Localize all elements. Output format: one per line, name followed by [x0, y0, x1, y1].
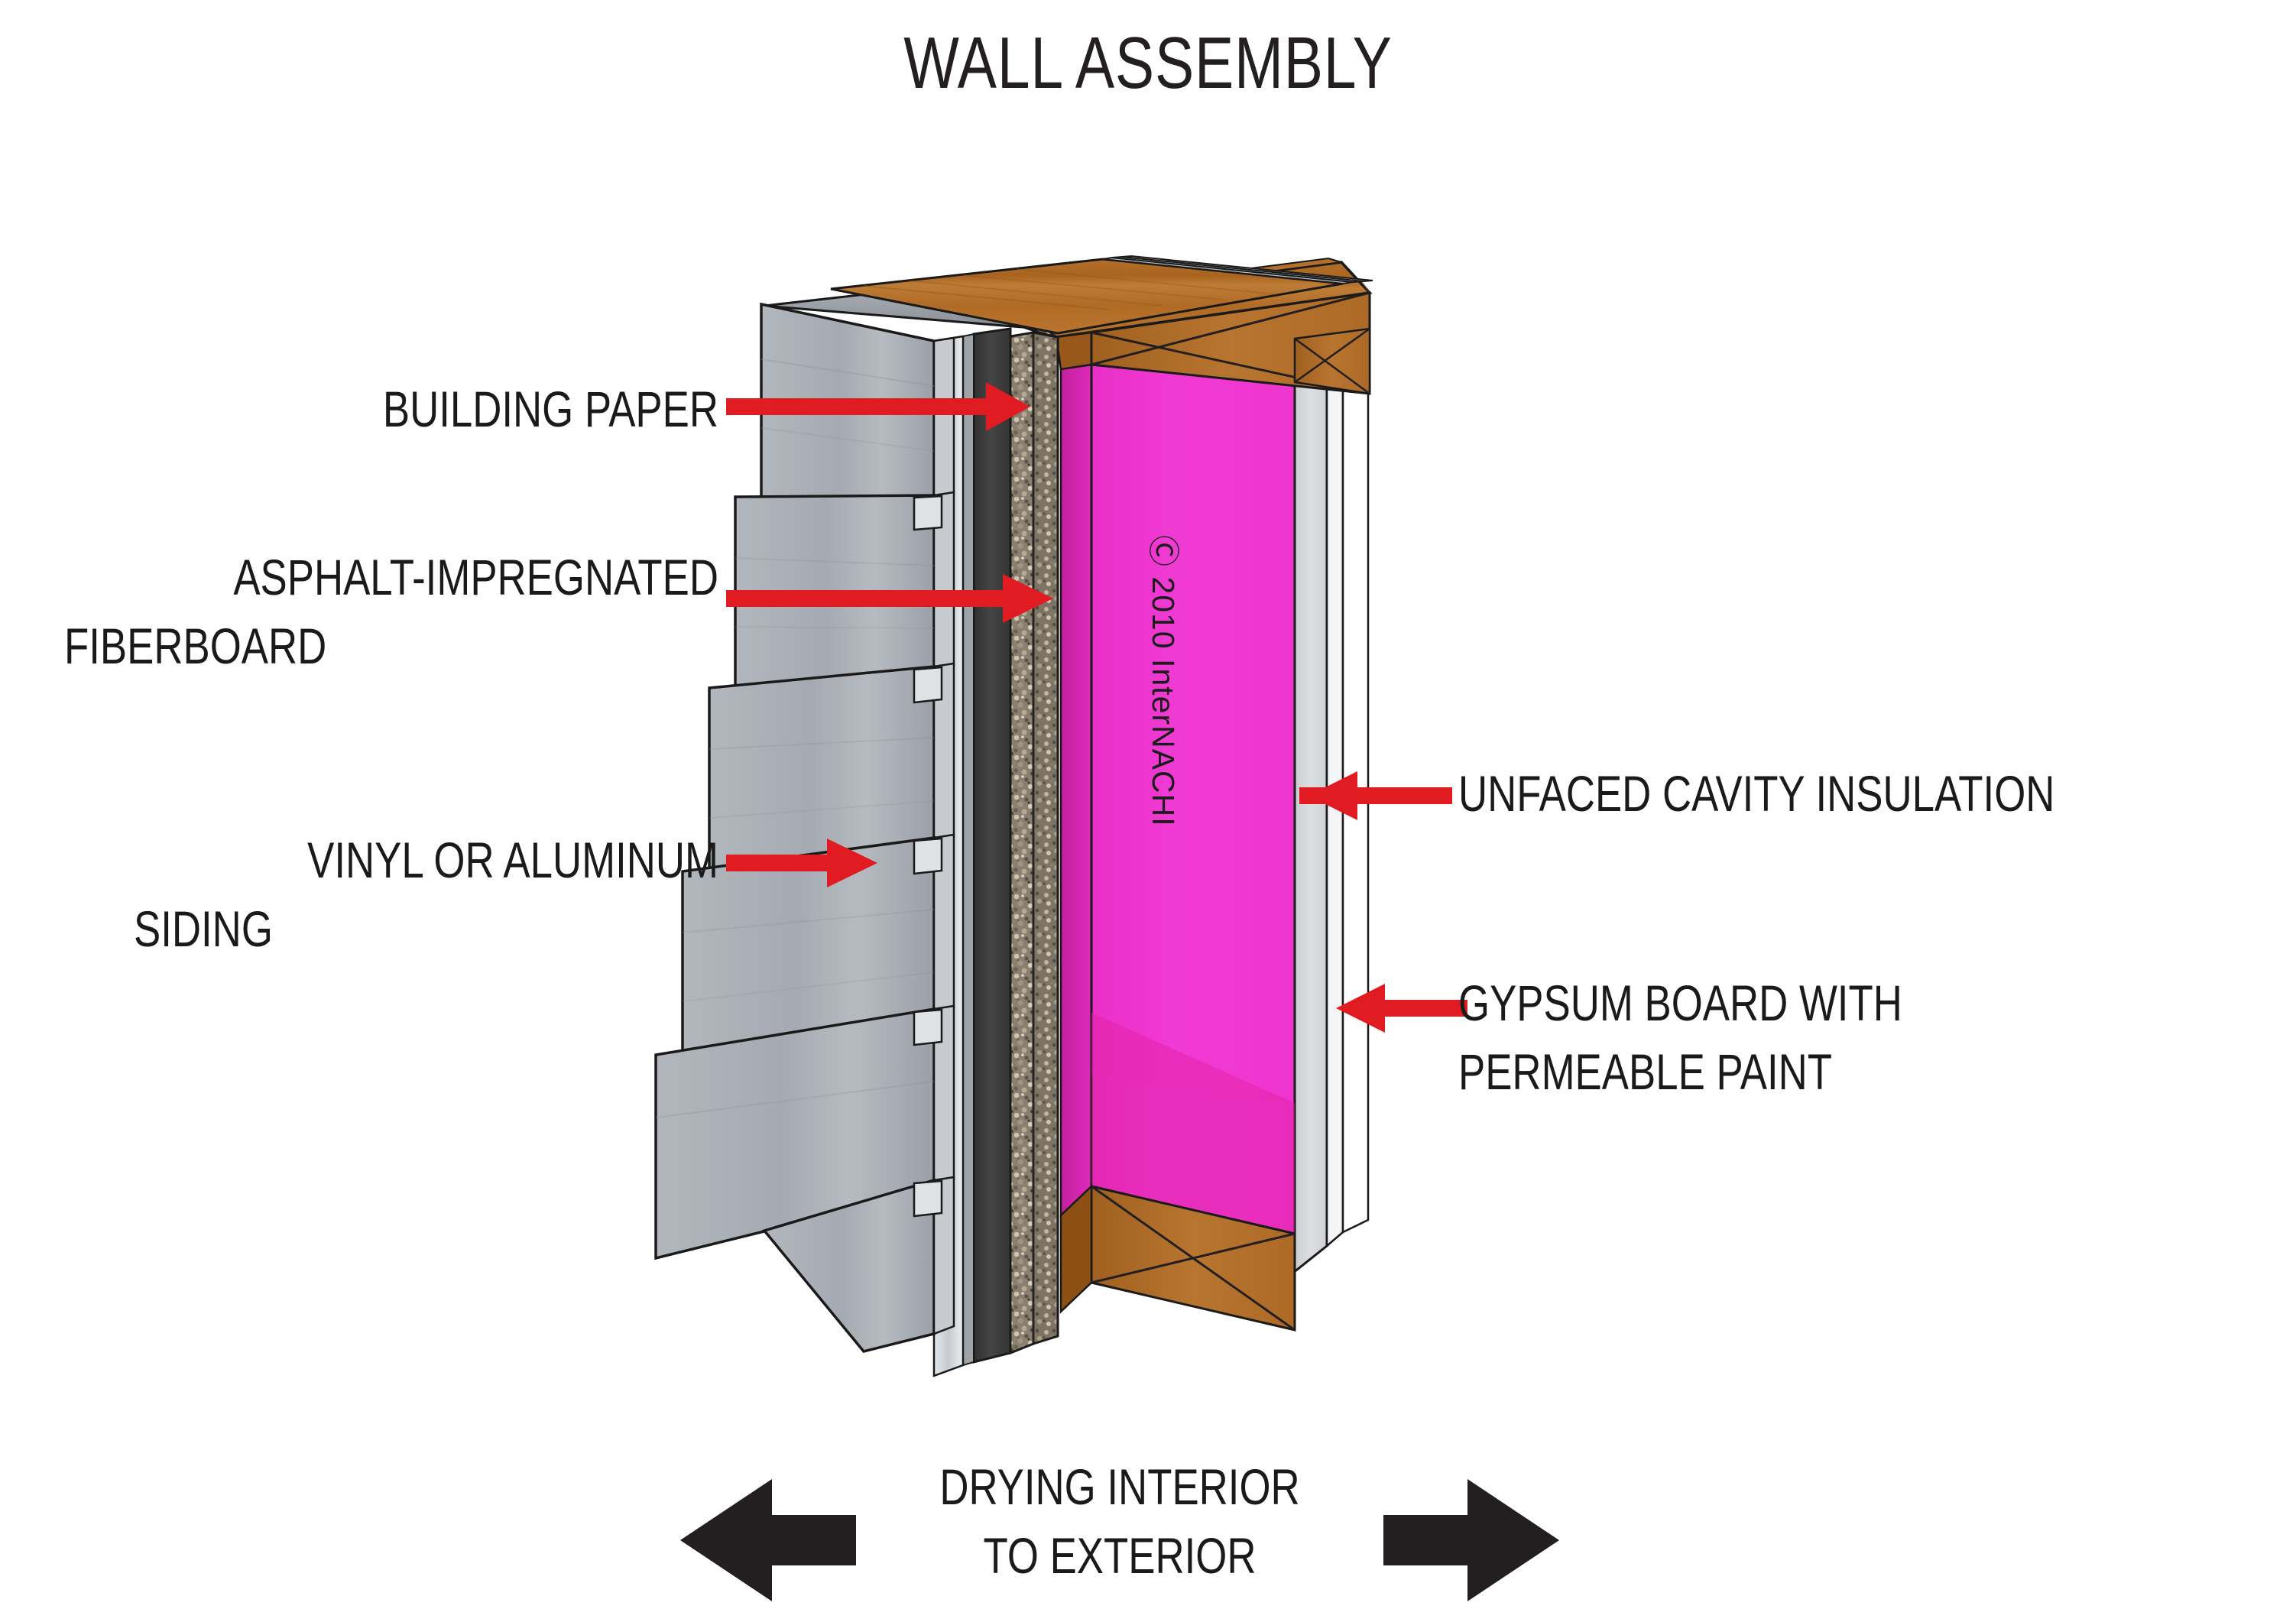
building-paper	[962, 327, 1012, 1367]
drying-arrow-right	[1383, 1479, 1559, 1601]
callout-label-fiberboard-line1: ASPHALT-IMPREGNATED	[233, 549, 718, 605]
drying-direction-arrows	[680, 1479, 1559, 1601]
arrow-fiberboard	[726, 574, 1053, 623]
callout-label-insulation: UNFACED CAVITY INSULATION	[1458, 765, 2055, 822]
top-plate-right-wedge	[1293, 327, 1371, 395]
arrow-gypsum	[1336, 984, 1467, 1033]
copyright-watermark: Ⓒ 2010 InterNACHI	[1146, 535, 1181, 827]
asphalt-impregnated-fiberboard	[1009, 331, 1059, 1355]
arrow-building-paper	[726, 382, 1030, 431]
callout-arrows	[726, 382, 1467, 1033]
callout-label-building-paper: BUILDING PAPER	[382, 381, 718, 437]
drying-arrow-left	[680, 1479, 856, 1601]
callout-label-gypsum-line2: PERMEABLE PAINT	[1458, 1043, 1833, 1100]
vinyl-or-aluminum-siding	[654, 302, 955, 1353]
arrow-siding	[726, 839, 877, 887]
callout-label-siding-line2: SIDING	[134, 900, 273, 957]
drying-caption-line1: DRYING INTERIOR	[939, 1458, 1300, 1515]
gypsum-top-sliver	[1102, 255, 1373, 285]
wood-bottom-plate	[1059, 1184, 1296, 1332]
page-title: WALL ASSEMBLY	[903, 22, 1393, 104]
arrow-insulation	[1299, 771, 1452, 820]
drying-caption-line2: TO EXTERIOR	[983, 1527, 1257, 1584]
callout-label-fiberboard-line2: FIBERBOARD	[64, 618, 327, 674]
callout-label-siding-line1: VINYL OR ALUMINUM	[307, 832, 718, 888]
callout-label-gypsum-line1: GYPSUM BOARD WITH	[1458, 975, 1902, 1031]
